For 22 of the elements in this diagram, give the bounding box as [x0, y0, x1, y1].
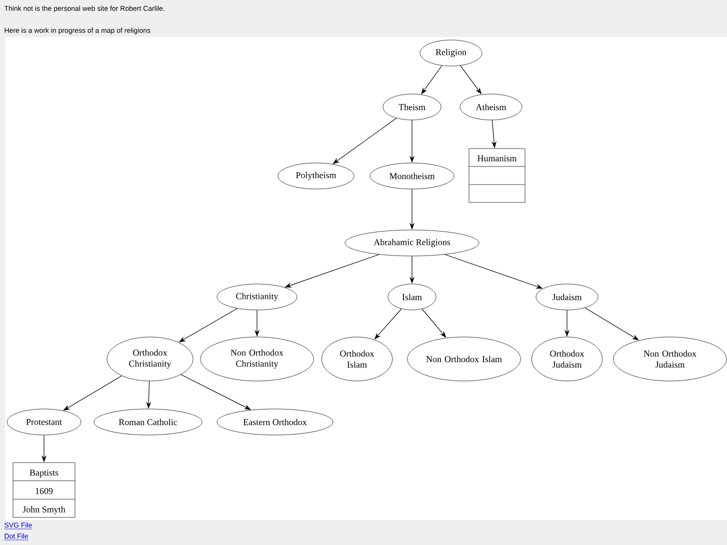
ellipse-node: Monotheism	[370, 162, 454, 190]
ellipse-node: Non Orthodox Judaism	[613, 336, 727, 382]
ellipse-node: Orthodox Christianity	[106, 336, 194, 382]
record-box: Baptists 1609 John Smyth	[12, 462, 76, 518]
ellipse-node: Orthodox Judaism	[531, 336, 603, 382]
ellipse-node: Polytheism	[278, 162, 354, 190]
ellipse-node: Religion	[420, 40, 482, 66]
ellipse-node: Islam	[388, 284, 436, 310]
ellipse-node: Abrahamic Religions	[344, 230, 480, 256]
ellipse-node: Roman Catholic	[94, 408, 202, 436]
ellipse-node: Atheism	[460, 94, 522, 120]
ellipse-node: Theism	[382, 94, 442, 120]
ellipse-node: Christianity	[216, 284, 298, 310]
ellipse-node: Non Orthodox Islam	[407, 336, 521, 382]
ellipse-node: Eastern Orthodox	[216, 408, 334, 436]
ellipse-node: Judaism	[536, 284, 598, 310]
ellipse-node: Orthodox Islam	[321, 336, 393, 382]
arrow	[421, 65, 442, 94]
record-box: Humanism	[468, 148, 526, 203]
ellipse-node: Non Orthodox Christianity	[200, 336, 314, 382]
ellipse-node: Protestant	[6, 408, 82, 436]
arrow	[422, 308, 446, 338]
